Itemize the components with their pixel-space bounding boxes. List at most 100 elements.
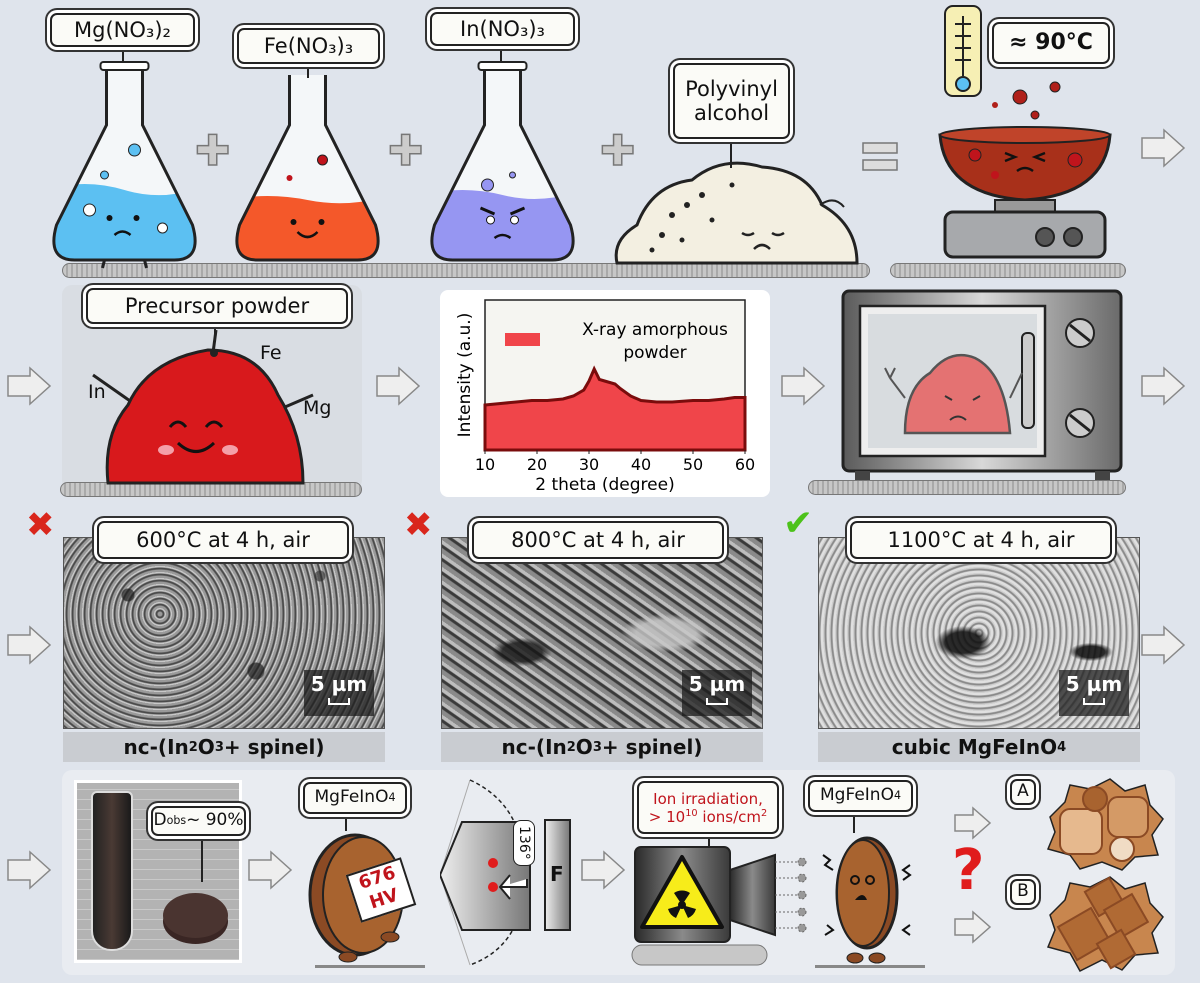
polyvinyl-alcohol-pile: [614, 161, 859, 265]
xrd-data-point: [671, 401, 673, 403]
arrow-right-icon: [954, 806, 992, 840]
irradiation-fluence: > 1010 ions/cm2: [648, 807, 768, 826]
condition-label-1100c: 1100°C at 4 h, air: [850, 521, 1112, 559]
xrd-data-point: [723, 398, 725, 400]
label-stem: [345, 815, 347, 831]
xrd-data-point: [603, 380, 606, 382]
x-tick-label: 10: [475, 455, 495, 474]
arrow-right-icon: [1141, 625, 1186, 665]
xrd-data-point: [546, 399, 549, 402]
xrd-data-point: [598, 378, 601, 381]
equals-icon: [862, 142, 898, 171]
force-label: F: [550, 862, 564, 886]
label-stem: [708, 834, 710, 846]
thermometer-icon: [944, 5, 982, 97]
irradiation-line1: Ion irradiation,: [653, 789, 763, 808]
precursor-powder-label: Precursor powder: [86, 288, 348, 324]
arrow-right-icon: [581, 850, 626, 890]
reagent-label-in-nitrate: In(NO₃)₃: [430, 12, 575, 46]
xrd-data-point: [484, 404, 486, 406]
vickers-indenter: [440, 779, 571, 966]
plus-icon: ✚: [194, 125, 231, 176]
y-axis-label: Intensity (a.u.): [455, 313, 475, 438]
arrow-right-icon: [1141, 366, 1186, 406]
flask-fe-nitrate: [235, 75, 380, 262]
x-tick-label: 30: [579, 455, 599, 474]
xrd-data-point: [707, 399, 710, 402]
arrow-right-icon: [7, 366, 52, 406]
grain-structure-a: [1046, 778, 1164, 871]
reject-cross-icon: ✖: [404, 505, 433, 545]
x-tick-label: 20: [527, 455, 547, 474]
sem-image-600c: 5 µm: [63, 537, 385, 729]
xrd-data-point: [609, 381, 611, 384]
xrd-data-point: [499, 402, 502, 405]
arrow-right-icon: [781, 366, 826, 406]
arrow-right-icon: [1141, 128, 1186, 168]
xrd-data-point: [583, 389, 585, 391]
reagent-label-mg-nitrate: Mg(NO₃)₂: [50, 13, 195, 47]
legend-text-line2: powder: [623, 343, 686, 363]
indenter-angle-label: 136°: [513, 820, 535, 866]
powder-tube: [91, 791, 133, 951]
label-stem: [500, 46, 502, 62]
xrd-data-point: [733, 396, 736, 399]
xrd-data-point: [692, 399, 694, 402]
legend-text-line1: X-ray amorphous: [582, 320, 728, 340]
arrow-right-icon: [376, 366, 421, 406]
xrd-data-point: [588, 380, 590, 382]
scale-bar: 5 µm: [304, 670, 374, 716]
element-label-in: In: [88, 381, 106, 403]
xrd-data-point: [593, 368, 595, 370]
xrd-data-point: [619, 387, 621, 390]
flask-mg-nitrate: [52, 61, 197, 269]
outcome-label-a: A: [1010, 779, 1036, 805]
arrow-right-icon: [7, 850, 52, 890]
xrd-data-point: [572, 395, 575, 397]
plus-icon: ✚: [599, 125, 636, 176]
temperature-label: ≈ 90°C: [992, 22, 1110, 64]
scale-bar: 5 µm: [682, 670, 752, 716]
ion-irradiation-source: [631, 846, 807, 966]
pellet: [163, 893, 228, 938]
condition-label-600c: 600°C at 4 h, air: [97, 521, 349, 559]
hotplate-with-bowl: [938, 81, 1112, 259]
label-stem: [201, 820, 203, 882]
label-stem: [853, 813, 855, 833]
label-stem: [730, 138, 732, 168]
conveyor-belt: [808, 480, 1126, 495]
grain-structure-b: [1046, 876, 1164, 972]
conveyor-belt: [62, 263, 870, 278]
scale-bar-label: 5 µm: [310, 672, 368, 696]
element-label-fe: Fe: [260, 342, 282, 364]
xrd-data-point: [640, 399, 642, 402]
sem-image-1100c: 5 µm: [818, 537, 1140, 729]
scale-bar: 5 µm: [1059, 670, 1129, 716]
xrd-data-point: [744, 396, 746, 399]
legend-swatch: [505, 333, 540, 346]
element-label-mg: Mg: [303, 397, 332, 419]
xrd-data-point: [562, 398, 564, 400]
x-tick-label: 60: [735, 455, 755, 474]
xrd-data-point: [655, 401, 658, 403]
conveyor-belt: [890, 263, 1126, 278]
reject-cross-icon: ✖: [26, 505, 55, 545]
arrow-right-icon: [7, 625, 52, 665]
label-stem: [122, 46, 124, 62]
reagent-label-polyvinyl-alcohol: Polyvinyl alcohol: [673, 63, 790, 139]
scale-bar-label: 5 µm: [688, 672, 746, 696]
sem-image-800c: 5 µm: [441, 537, 763, 729]
xrd-data-point: [614, 383, 616, 385]
outcome-label-b: B: [1010, 879, 1036, 905]
pellet-character-shaking: [815, 836, 925, 968]
condition-label-800c: 800°C at 4 h, air: [472, 521, 724, 559]
question-mark-icon: ?: [952, 838, 985, 903]
label-stem: [307, 64, 309, 78]
